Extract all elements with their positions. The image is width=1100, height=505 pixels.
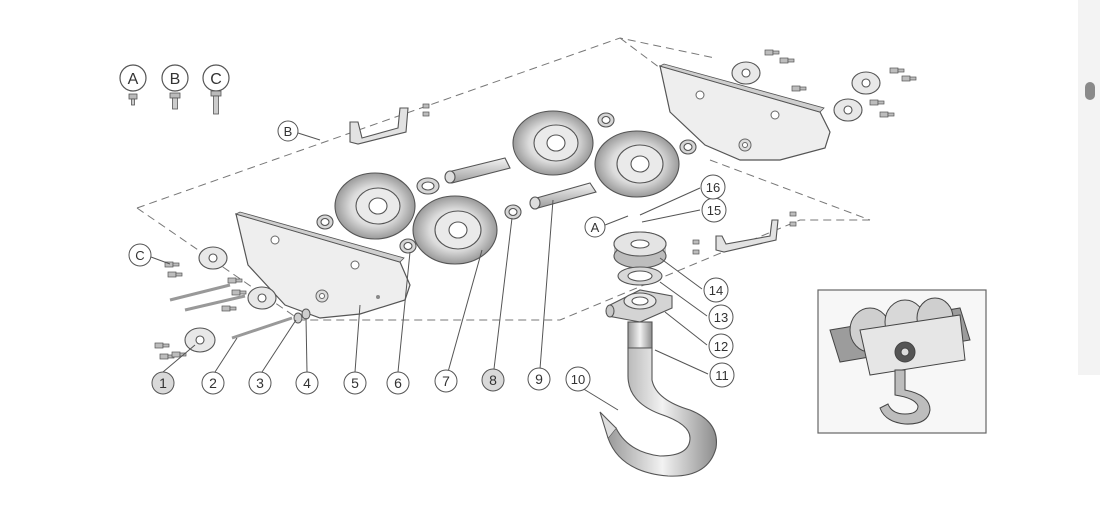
svg-text:B: B xyxy=(284,124,293,139)
left-side-plate xyxy=(234,211,411,319)
legend-label-a: A xyxy=(128,71,139,88)
hook-assembly xyxy=(599,231,718,477)
fastener-legend: A B C xyxy=(119,64,230,115)
callout-9: 9 xyxy=(527,367,551,391)
svg-text:14: 14 xyxy=(709,283,723,298)
callout-4: 4 xyxy=(295,371,319,395)
ref-label-b: B xyxy=(277,120,321,142)
hook-body-10 xyxy=(599,347,718,477)
ref-label-a: A xyxy=(584,215,629,238)
tie-rods xyxy=(169,283,293,340)
callout-6: 6 xyxy=(386,371,410,395)
sheave-left-rear xyxy=(334,172,416,240)
callout-8: 8 xyxy=(481,368,505,392)
svg-text:8: 8 xyxy=(489,372,497,388)
hook-crosshead-12 xyxy=(605,289,673,323)
svg-text:2: 2 xyxy=(209,375,217,391)
svg-text:4: 4 xyxy=(303,375,311,391)
svg-text:7: 7 xyxy=(442,373,450,389)
reference-labels: B C A xyxy=(128,120,629,267)
svg-text:10: 10 xyxy=(571,372,585,387)
svg-text:5: 5 xyxy=(351,375,359,391)
callout-3: 3 xyxy=(248,371,272,395)
callout-2: 2 xyxy=(201,371,225,395)
callout-14: 14 xyxy=(703,277,729,303)
legend-screw-c: C xyxy=(202,64,230,115)
svg-text:9: 9 xyxy=(535,371,543,387)
callout-10: 10 xyxy=(565,366,591,392)
hook-shank-11 xyxy=(627,321,653,349)
tie-brackets xyxy=(349,107,779,253)
sheave-right-rear xyxy=(512,110,594,176)
callout-12: 12 xyxy=(708,333,734,359)
callout-1: 1 xyxy=(151,371,175,395)
thrust-bearing-13 xyxy=(617,266,663,286)
assembled-block-inset xyxy=(817,289,987,434)
legend-label-b: B xyxy=(170,71,181,88)
sheave-left-front xyxy=(412,195,498,265)
callout-13: 13 xyxy=(708,304,734,330)
callout-15: 15 xyxy=(701,197,727,223)
sheave-right-front xyxy=(594,130,680,198)
assembly-outline-dashed xyxy=(136,37,871,321)
svg-text:C: C xyxy=(135,248,144,263)
callout-5: 5 xyxy=(343,371,367,395)
legend-label-c: C xyxy=(210,71,222,88)
flange-plates xyxy=(184,61,881,353)
callout-11: 11 xyxy=(709,362,735,388)
svg-text:6: 6 xyxy=(394,375,402,391)
part-callouts: 1 2 3 4 5 6 7 8 9 10 11 12 13 14 15 16 xyxy=(151,174,735,395)
legend-screw-b: B xyxy=(161,64,189,110)
bearing-rings xyxy=(316,112,697,254)
svg-text:A: A xyxy=(591,220,600,235)
vertical-scrollbar-track[interactable] xyxy=(1078,0,1100,375)
svg-text:12: 12 xyxy=(714,339,728,354)
svg-text:11: 11 xyxy=(715,368,729,383)
hook-nut-14 xyxy=(613,231,667,269)
right-side-plate xyxy=(658,63,831,161)
callout-16: 16 xyxy=(700,174,726,200)
svg-text:3: 3 xyxy=(256,375,264,391)
callout-7: 7 xyxy=(434,369,458,393)
axle-shafts xyxy=(444,157,597,210)
svg-text:1: 1 xyxy=(159,375,167,391)
vertical-scrollbar-thumb[interactable] xyxy=(1085,82,1095,100)
svg-text:16: 16 xyxy=(706,180,720,195)
callout-leaders xyxy=(162,187,709,411)
sheave-wheels xyxy=(334,110,680,265)
legend-screw-a: A xyxy=(119,64,147,106)
svg-text:15: 15 xyxy=(707,203,721,218)
ref-label-c: C xyxy=(128,243,171,267)
svg-text:13: 13 xyxy=(714,310,728,325)
